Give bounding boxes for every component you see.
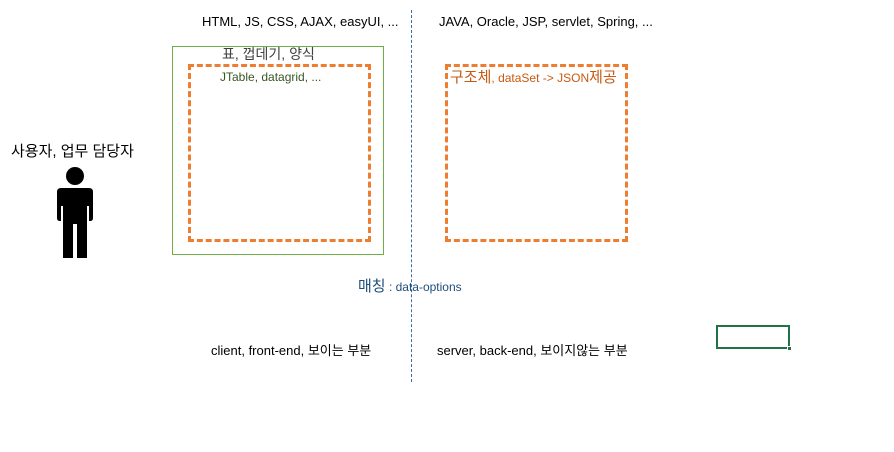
front-table-frame xyxy=(172,46,384,255)
back-box-label-ko1: 구조체 xyxy=(450,69,492,86)
back-box-label: 구조체, dataSet -> JSON제공 xyxy=(450,70,617,86)
user-label: 사용자, 업무 담당자 xyxy=(11,143,134,160)
front-inner-label: JTable, datagrid, ... xyxy=(220,70,322,84)
person-icon xyxy=(57,167,93,258)
front-caption: client, front-end, 보이는 부분 xyxy=(211,343,372,358)
mapping-label-ko: 매칭 xyxy=(358,278,386,295)
front-component-box xyxy=(188,64,371,242)
fill-handle[interactable] xyxy=(787,346,792,351)
front-tech-label: HTML, JS, CSS, AJAX, easyUI, ... xyxy=(202,14,399,29)
back-box-label-ko2: 제공 xyxy=(589,69,617,86)
mapping-label: 매칭 : data-options xyxy=(358,279,462,295)
back-box-label-mid: , dataSet -> JSON xyxy=(491,71,590,85)
back-caption: server, back-end, 보이지않는 부분 xyxy=(437,343,628,358)
back-data-box xyxy=(445,64,628,242)
selected-cell[interactable] xyxy=(716,325,790,349)
mapping-label-rest: : data-options xyxy=(385,280,462,294)
back-tech-label: JAVA, Oracle, JSP, servlet, Spring, ... xyxy=(439,14,653,29)
front-outer-label: 표, 껍데기, 양식 xyxy=(222,46,315,62)
client-server-divider xyxy=(411,10,412,382)
